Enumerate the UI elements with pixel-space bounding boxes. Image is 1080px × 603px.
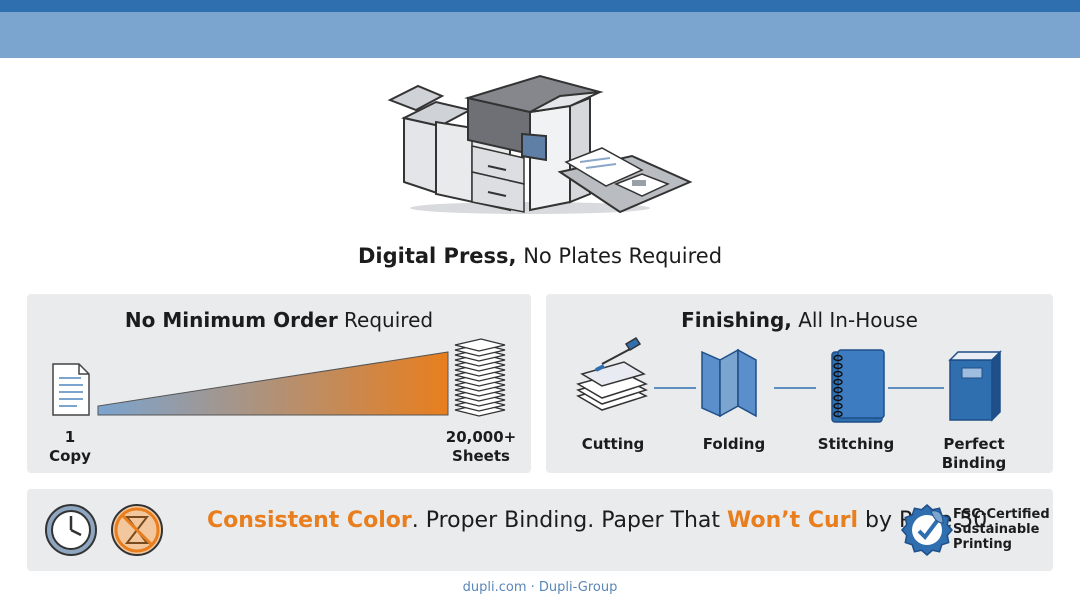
spiral-loop (833, 394, 843, 402)
tagline-accent-curl: Won’t Curl (727, 508, 859, 533)
finishing-title-bold: Finishing, (681, 308, 792, 332)
quality-icons (45, 504, 163, 556)
paper-stack-icon (454, 338, 506, 417)
footer: dupli.com · Dupli-Group (462, 580, 618, 595)
single-copy-icon (52, 363, 90, 416)
finishing-step-label: Perfect Binding (941, 435, 1007, 472)
fsc-line-1: FSC-Certified (953, 507, 1050, 522)
digital-press-icon (387, 74, 693, 214)
finishing-graphic (576, 336, 1002, 423)
start-label-unit: Copy (49, 447, 91, 465)
tagline-text-1: . Proper Binding. Paper That (411, 508, 728, 533)
clock-icon (45, 504, 97, 556)
finishing-step-label: Cutting (581, 435, 645, 453)
fsc-badge-icon (901, 504, 953, 556)
finishing-panel: Finishing, All In-House (546, 294, 1053, 473)
min-order-title-rest: Required (337, 308, 434, 332)
end-label-unit: Sheets (452, 447, 510, 465)
finishing-step-label: Folding (702, 435, 766, 453)
min-order-title: No Minimum Order Required (27, 308, 531, 332)
spiral-loop (833, 402, 843, 410)
start-label-number: 1 (64, 428, 76, 446)
top-banner-stripe (0, 0, 1080, 12)
volume-wedge (97, 351, 449, 416)
end-label: 20,000+Sheets (441, 428, 521, 466)
spiral-loop (833, 410, 843, 418)
perfect-binding-icon (948, 350, 1002, 422)
tagline-accent-color: Consistent Color (207, 508, 412, 533)
spiral-loop (833, 354, 843, 362)
min-order-graphic (52, 338, 506, 417)
spiral-loop (833, 378, 843, 386)
fsc-line-2: Sustainable (953, 522, 1040, 537)
spiral-loop (833, 370, 843, 378)
top-banner (0, 0, 1080, 58)
cutting-icon (576, 336, 648, 411)
stitching-icon (831, 349, 885, 423)
finishing-title-rest: All In-House (791, 308, 918, 332)
finishing-step-label: Stitching (817, 435, 895, 453)
hero-caption-rest: No Plates Required (516, 244, 723, 268)
spiral-loop (833, 386, 843, 394)
folding-icon (701, 348, 757, 418)
quality-tagline: Consistent Color. Proper Binding. Paper … (207, 508, 994, 533)
quality-panel: Consistent Color. Proper Binding. Paper … (27, 489, 1053, 571)
end-label-number: 20,000+ (445, 428, 517, 446)
hero-caption: Digital Press, No Plates Required (0, 244, 1080, 268)
min-order-title-bold: No Minimum Order (124, 308, 338, 332)
paper-sheet (454, 338, 506, 352)
fsc-line-3: Printing (953, 537, 1012, 552)
hero-caption-bold: Digital Press, (357, 244, 517, 268)
no-wait-icon (111, 504, 163, 556)
finishing-title: Finishing, All In-House (546, 308, 1053, 332)
spiral-loop (833, 362, 843, 370)
